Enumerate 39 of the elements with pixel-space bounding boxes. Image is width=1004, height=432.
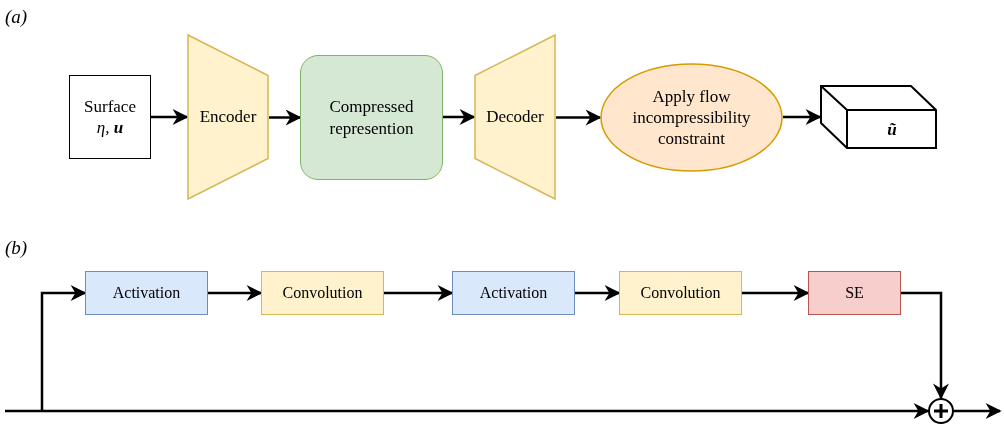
arrow (208, 285, 263, 301)
process-box (619, 271, 742, 315)
process-box (261, 271, 384, 315)
input-box (69, 75, 151, 159)
node-label: η, u (96, 117, 124, 139)
output-cuboid (820, 85, 937, 149)
arrow (269, 109, 302, 126)
arrow (742, 285, 810, 301)
node-label: Compressed represention (328, 96, 415, 139)
arrow (901, 291, 949, 400)
sum-circle (928, 398, 954, 424)
process-box (808, 271, 901, 315)
process-ellipse (600, 63, 783, 172)
node-label: SE (845, 283, 864, 303)
arrow (954, 403, 1002, 419)
arrow (783, 109, 822, 125)
node-label: Activation (112, 283, 181, 303)
panel-label: (b) (5, 238, 28, 257)
arrow (556, 109, 602, 126)
arrow (575, 285, 621, 301)
panel-label: (a) (5, 7, 28, 26)
node-label: Apply flow incompressibility constraint (631, 85, 752, 150)
encoder-trapezoid (187, 34, 269, 200)
node-label: Encoder (199, 106, 257, 128)
arrow (151, 109, 189, 125)
process-box (85, 271, 208, 315)
arrow (443, 109, 476, 125)
node-label: Decoder (486, 106, 544, 128)
arrow (384, 285, 454, 301)
node-label: Activation (479, 283, 548, 303)
process-box (452, 271, 575, 315)
node-label: Surface (84, 95, 136, 117)
arrow (5, 403, 930, 419)
node-label: Convolution (282, 283, 363, 303)
node-label: ũ (887, 118, 897, 141)
arrow (40, 285, 87, 411)
decoder-trapezoid (474, 34, 556, 200)
node-label: Convolution (640, 283, 721, 303)
rounded-box (300, 55, 443, 180)
